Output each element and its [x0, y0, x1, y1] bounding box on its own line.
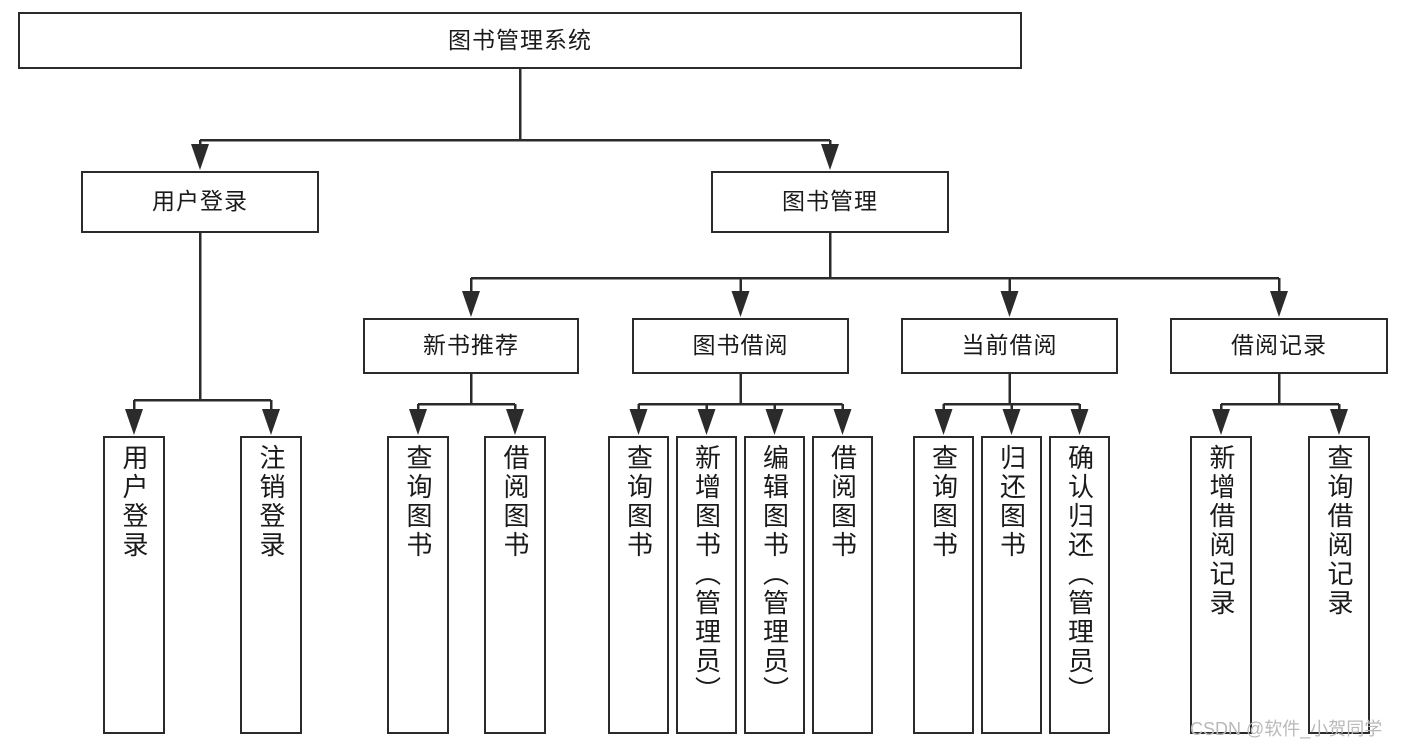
node-label-leaf-confirm-return: 确认归还（管理员）	[1064, 444, 1095, 705]
node-label-leaf-query-borrow-record: 查询借阅记录	[1324, 444, 1354, 618]
arrowhead-leaf-query-book-borrow	[629, 409, 648, 435]
arrowhead-leaf-edit-book	[765, 409, 784, 435]
arrowhead-leaf-query-borrow-record	[1330, 409, 1348, 435]
arrowhead-book-borrow	[731, 291, 750, 317]
node-leaf-borrow-book[interactable]: 借阅图书	[812, 436, 873, 734]
node-book-manage[interactable]: 图书管理	[711, 171, 949, 233]
arrowhead-leaf-user-login	[125, 409, 143, 435]
arrowhead-leaf-add-borrow-record	[1212, 409, 1230, 435]
node-leaf-query-borrow-record[interactable]: 查询借阅记录	[1308, 436, 1370, 734]
node-label-leaf-user-login: 用户登录	[119, 444, 149, 560]
arrowhead-leaf-borrow-book	[833, 409, 852, 435]
node-current-borrow[interactable]: 当前借阅	[901, 318, 1118, 374]
node-borrow-record[interactable]: 借阅记录	[1170, 318, 1388, 374]
node-new-book-recommend[interactable]: 新书推荐	[363, 318, 579, 374]
node-leaf-return-book[interactable]: 归还图书	[981, 436, 1042, 734]
node-label-current-borrow: 当前借阅	[961, 332, 1058, 359]
node-label-root: 图书管理系统	[448, 26, 592, 53]
arrowhead-leaf-query-book-recommend	[409, 409, 427, 435]
node-label-leaf-query-book-borrow: 查询图书	[623, 444, 654, 560]
node-label-user-login: 用户登录	[152, 188, 248, 215]
node-label-borrow-record: 借阅记录	[1231, 332, 1327, 359]
node-leaf-add-book[interactable]: 新增图书（管理员）	[676, 436, 737, 734]
node-label-leaf-query-book-current: 查询图书	[928, 444, 959, 560]
node-label-new-book-recommend: 新书推荐	[423, 332, 519, 359]
node-label-book-borrow: 图书借阅	[692, 332, 789, 359]
arrowhead-leaf-confirm-return	[1070, 409, 1089, 435]
node-leaf-query-book-recommend[interactable]: 查询图书	[387, 436, 449, 734]
node-label-leaf-query-book-recommend: 查询图书	[403, 444, 433, 560]
node-user-login[interactable]: 用户登录	[81, 171, 319, 233]
node-label-leaf-borrow-book-recommend: 借阅图书	[500, 444, 530, 560]
arrowhead-borrow-record	[1270, 291, 1288, 317]
node-leaf-query-book-current[interactable]: 查询图书	[913, 436, 974, 734]
arrowhead-user-login	[191, 144, 209, 170]
arrowhead-new-book-recommend	[462, 291, 480, 317]
node-leaf-add-borrow-record[interactable]: 新增借阅记录	[1190, 436, 1252, 734]
node-leaf-user-login[interactable]: 用户登录	[103, 436, 165, 734]
arrowhead-leaf-borrow-book-recommend	[506, 409, 524, 435]
arrowhead-leaf-query-book-current	[934, 409, 953, 435]
node-label-leaf-borrow-book: 借阅图书	[827, 444, 858, 560]
node-leaf-query-book-borrow[interactable]: 查询图书	[608, 436, 669, 734]
arrowhead-leaf-return-book	[1002, 409, 1021, 435]
node-label-leaf-return-book: 归还图书	[996, 444, 1027, 560]
node-label-leaf-edit-book: 编辑图书（管理员）	[759, 444, 790, 705]
node-label-leaf-user-logout: 注销登录	[256, 444, 286, 560]
arrowhead-book-manage	[821, 144, 839, 170]
arrowhead-leaf-add-book	[697, 409, 716, 435]
node-label-leaf-add-borrow-record: 新增借阅记录	[1206, 444, 1236, 618]
arrowhead-leaf-user-logout	[262, 409, 280, 435]
node-root[interactable]: 图书管理系统	[18, 12, 1022, 69]
node-leaf-borrow-book-recommend[interactable]: 借阅图书	[484, 436, 546, 734]
arrowhead-current-borrow	[1000, 291, 1019, 317]
node-leaf-confirm-return[interactable]: 确认归还（管理员）	[1049, 436, 1110, 734]
node-leaf-edit-book[interactable]: 编辑图书（管理员）	[744, 436, 805, 734]
node-label-book-manage: 图书管理	[782, 188, 878, 215]
node-leaf-user-logout[interactable]: 注销登录	[240, 436, 302, 734]
node-book-borrow[interactable]: 图书借阅	[632, 318, 849, 374]
node-label-leaf-add-book: 新增图书（管理员）	[691, 444, 722, 705]
